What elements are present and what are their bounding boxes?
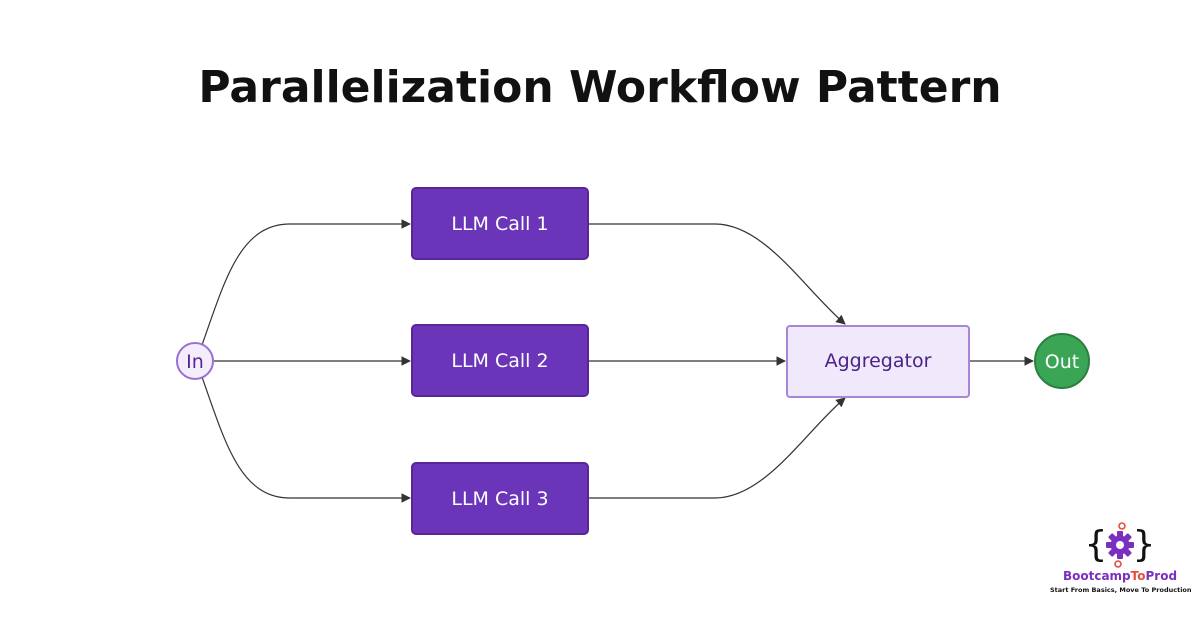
brand-name: BootcampToProd bbox=[1062, 569, 1178, 583]
output-node-label: Out bbox=[1045, 351, 1079, 373]
gear-braces-icon: { } bbox=[1085, 522, 1155, 568]
edge-call1-to-aggregator bbox=[589, 223, 846, 325]
edge-in-to-call1 bbox=[201, 219, 411, 346]
llm-call-3-label: LLM Call 3 bbox=[451, 488, 548, 510]
llm-call-2-node: LLM Call 2 bbox=[411, 324, 589, 397]
svg-text:}: } bbox=[1133, 524, 1155, 565]
output-node: Out bbox=[1034, 333, 1090, 389]
brand-logo: { } BootcampToProd Start From Basics, Mo… bbox=[1050, 522, 1192, 602]
diagram-title: Parallelization Workflow Pattern bbox=[198, 62, 1002, 113]
aggregator-node: Aggregator bbox=[786, 325, 970, 398]
input-node: In bbox=[176, 342, 214, 380]
llm-call-2-label: LLM Call 2 bbox=[451, 350, 548, 372]
llm-call-3-node: LLM Call 3 bbox=[411, 462, 589, 535]
svg-text:{: { bbox=[1085, 524, 1107, 565]
llm-call-1-label: LLM Call 1 bbox=[451, 213, 548, 235]
edge-call3-to-aggregator bbox=[589, 397, 846, 499]
brand-tagline: Start From Basics, Move To Production bbox=[1050, 586, 1192, 594]
edge-in-to-call3 bbox=[201, 376, 411, 503]
input-node-label: In bbox=[186, 351, 204, 373]
aggregator-label: Aggregator bbox=[825, 350, 932, 372]
llm-call-1-node: LLM Call 1 bbox=[411, 187, 589, 260]
